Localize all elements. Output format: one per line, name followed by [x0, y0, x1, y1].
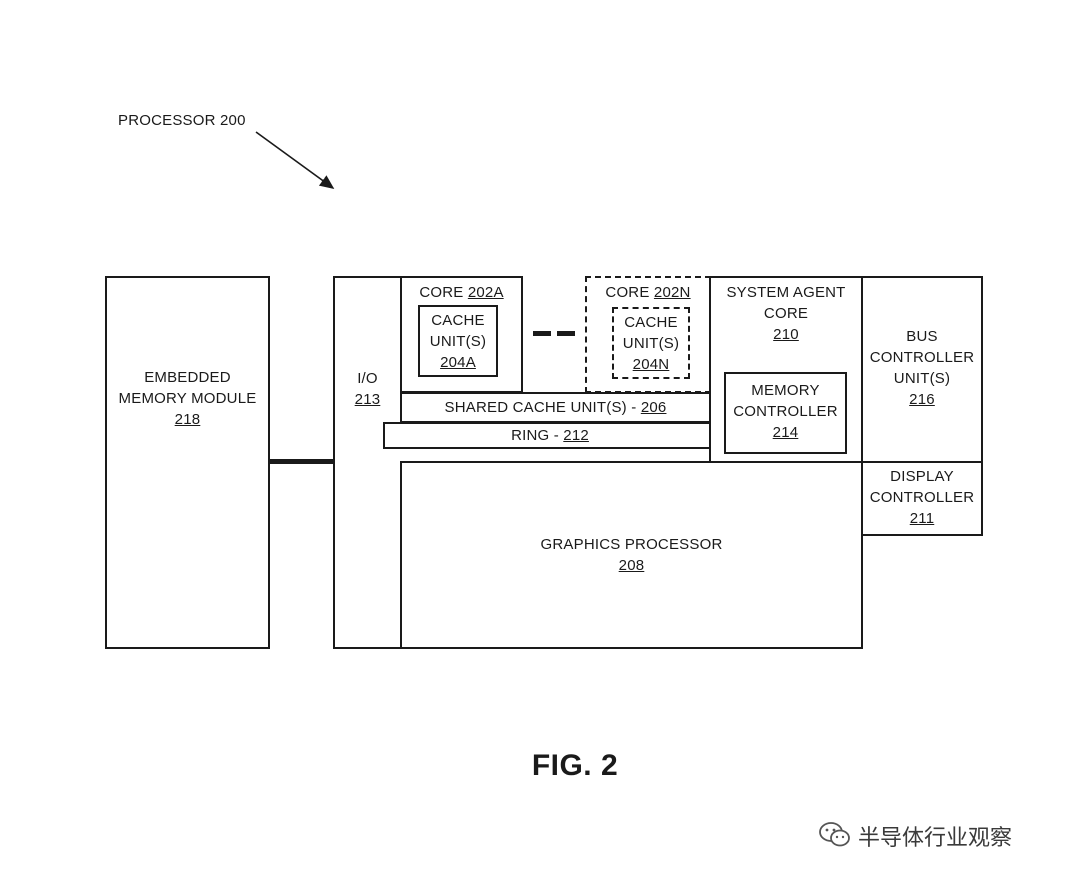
shared-cache-label: SHARED CACHE UNIT(S) - 206 — [444, 399, 667, 416]
cache-unit-204n — [612, 307, 690, 379]
core-202a-label: CORE 202A — [419, 284, 504, 301]
ring-label: RING - 212 — [511, 427, 589, 444]
bus-controller-unit — [861, 276, 983, 463]
core-ellipsis-dash — [533, 331, 551, 336]
bus-controller-label: BUS CONTROLLER UNIT(S) 216 — [869, 328, 975, 408]
ring-interconnect — [383, 422, 717, 449]
io-block — [333, 276, 402, 649]
memory-controller — [724, 372, 847, 454]
io-label: I/O 213 — [354, 370, 381, 408]
graphics-processor — [400, 461, 863, 649]
graphics-processor-label: GRAPHICS PROCESSOR 208 — [540, 536, 723, 574]
embedded-memory-module — [105, 276, 270, 649]
embedded-memory-label: EMBEDDED MEMORY MODULE 218 — [118, 369, 257, 428]
memory-connector — [270, 459, 334, 464]
figure-label: FIG. 2 — [531, 749, 619, 782]
shared-cache-unit — [400, 392, 711, 423]
display-controller-label: DISPLAY CONTROLLER 211 — [869, 468, 975, 527]
system-agent-label: SYSTEM AGENT CORE 210 — [726, 284, 846, 343]
cache-unit-204a-label: CACHE UNIT(S) 204A — [429, 312, 487, 371]
core-202n-label: CORE 202N — [605, 284, 691, 301]
core-ellipsis-dash — [557, 331, 575, 336]
wechat-icon — [819, 822, 850, 847]
watermark-text: 半导体行业观察 — [858, 826, 1013, 851]
cache-unit-204a — [418, 305, 498, 377]
processor-label: PROCESSOR 200 — [118, 112, 246, 129]
cache-unit-204n-label: CACHE UNIT(S) 204N — [622, 314, 680, 373]
memory-controller-label: MEMORY CONTROLLER 214 — [733, 382, 838, 441]
